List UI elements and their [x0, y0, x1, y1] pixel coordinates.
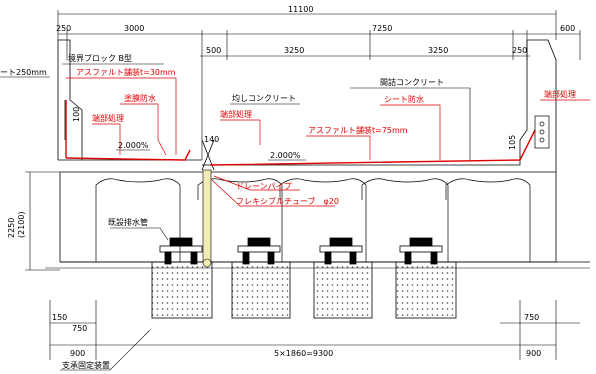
dim-500: 500	[206, 46, 221, 55]
slope-center: 2.000%	[270, 151, 301, 160]
label-sheet-waterproof: シート防水	[384, 94, 424, 104]
dim-900-left: 900	[70, 349, 85, 358]
dim-250-left: 250	[56, 24, 71, 33]
dim-105: 105	[508, 135, 517, 150]
label-end-treatment-left: 端部処理	[92, 113, 124, 123]
label-gap-concrete: 間詰コンクリート	[380, 77, 444, 87]
pier-group-4	[395, 237, 457, 319]
top-dimensions	[57, 10, 581, 160]
left-height-dimension	[25, 171, 60, 271]
dim-3250-a: 3250	[284, 46, 304, 55]
label-end-treatment-mid: 端部処理	[220, 109, 252, 119]
pier-group-3	[313, 237, 373, 319]
label-flexible-tube: フレキシブルチューブ φ20	[236, 196, 339, 206]
black-leader-lines	[60, 63, 471, 371]
pier-group-2	[231, 237, 291, 319]
dim-250-right: 250	[512, 46, 527, 55]
dim-total-width: 11100	[288, 5, 313, 14]
cut-label: ート250mm	[0, 68, 47, 77]
right-barrier-detail	[534, 115, 550, 149]
dim-2100: (2100)	[17, 211, 26, 238]
red-leader-lines	[66, 77, 590, 207]
dim-150: 150	[52, 313, 67, 322]
label-bearing-fixing: 支承固定装置	[62, 360, 110, 370]
dim-140: 140	[204, 135, 219, 144]
dim-100: 100	[72, 107, 81, 122]
label-asphalt-75: アスファルト舗装t=75mm	[308, 125, 408, 135]
pier-group-1	[151, 237, 213, 319]
dim-900-right: 900	[526, 349, 541, 358]
label-coating-waterproof: 塗膜防水	[124, 93, 156, 103]
bottom-dimensions	[49, 300, 580, 360]
slope-left: 2.000%	[118, 141, 149, 150]
dim-3250-b: 3250	[428, 46, 448, 55]
girder-arches	[95, 178, 531, 262]
dim-2250: 2250	[7, 218, 16, 238]
red-markup-lines	[65, 100, 536, 166]
dim-600: 600	[560, 24, 575, 33]
drain-pipe	[201, 139, 215, 268]
label-asphalt-30: アスファルト舗装t=30mm	[76, 67, 176, 77]
dim-750-left: 750	[72, 324, 87, 333]
label-end-treatment-right: 端部処理	[544, 89, 576, 99]
label-existing-drain-pipe: 既設排水管	[108, 217, 148, 227]
label-leveling-concrete: 均しコンクリート	[232, 93, 296, 103]
dim-7250: 7250	[372, 24, 392, 33]
label-curb-block: 境界ブロック B型	[68, 53, 132, 63]
dim-750-right: 750	[524, 313, 539, 322]
dim-3000: 3000	[124, 24, 144, 33]
dim-span: 5×1860=9300	[274, 349, 333, 358]
label-drain-pipe: ドレーンパイプ	[236, 182, 292, 191]
